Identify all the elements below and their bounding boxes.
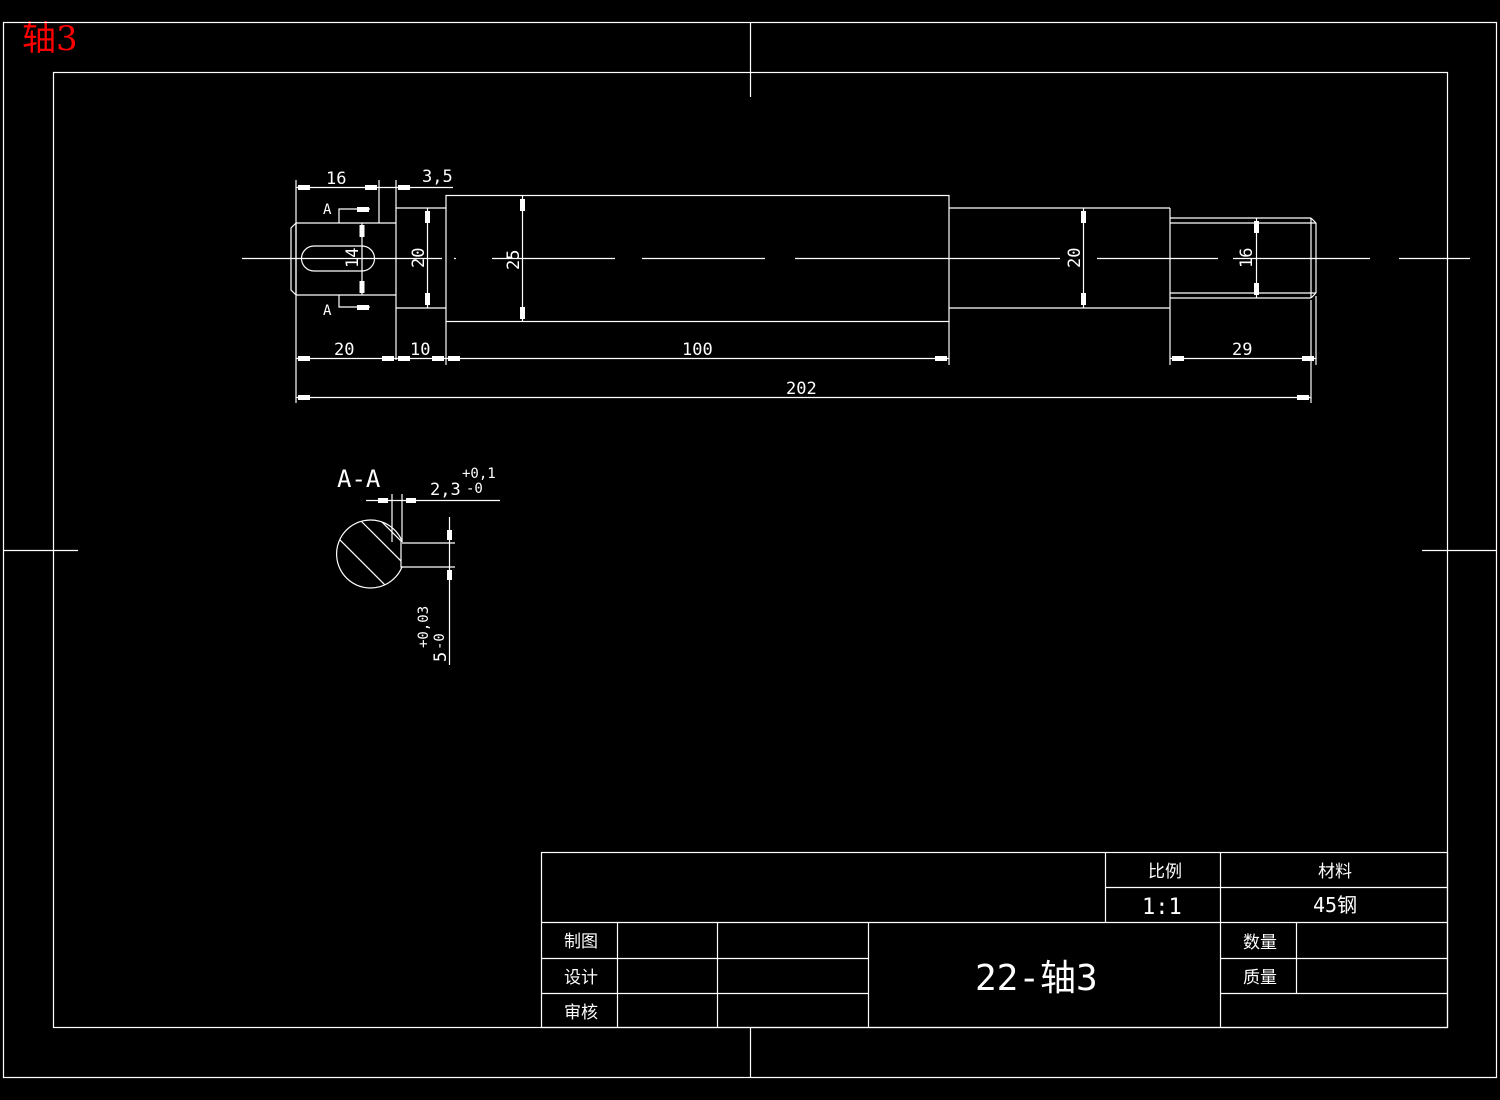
section-marker-bottom xyxy=(338,295,370,310)
dimension-lines xyxy=(296,185,1316,400)
width-tol-lower: -0 xyxy=(432,633,448,650)
page-title: 轴3 xyxy=(22,19,78,59)
section-label-bottom: A xyxy=(323,303,332,319)
depth-tol-upper: +0,1 xyxy=(462,466,496,482)
scale-label: 比例 xyxy=(1148,862,1182,882)
drawn-by-label: 制图 xyxy=(564,932,598,952)
dim-dia-thread: 16 xyxy=(1237,248,1257,268)
drawing-name: 22-轴3 xyxy=(975,958,1098,999)
dim-keyway-length: 16 xyxy=(326,169,346,189)
inner-frame xyxy=(52,71,1449,1029)
dim-len-thread: 29 xyxy=(1232,340,1252,360)
extension-lines xyxy=(295,180,1317,403)
dim-keyway-width: 14 xyxy=(343,248,363,268)
dim-len-main: 100 xyxy=(682,340,713,360)
shaft-outline xyxy=(242,194,1470,360)
reviewed-by-label: 审核 xyxy=(564,1003,598,1023)
section-label-top: A xyxy=(323,202,332,218)
section-marker-top xyxy=(338,207,370,223)
width-value: 5 xyxy=(431,652,451,662)
quantity-label: 数量 xyxy=(1243,933,1277,953)
scale-value: 1:1 xyxy=(1142,895,1182,920)
dim-keyway-offset: 3,5 xyxy=(422,167,453,187)
weight-label: 质量 xyxy=(1243,968,1277,988)
outer-frame xyxy=(2,21,1498,1079)
dim-dia-right: 20 xyxy=(1065,248,1085,268)
material-label: 材料 xyxy=(1318,862,1352,882)
section-view-label: A-A xyxy=(337,465,381,493)
dim-len-shoulder: 10 xyxy=(410,340,430,360)
section-view xyxy=(336,494,500,665)
depth-value: 2,3 xyxy=(430,480,461,500)
dim-len-left-end: 20 xyxy=(334,340,354,360)
depth-tol-lower: -0 xyxy=(466,481,483,497)
dim-dia-shoulder-left: 20 xyxy=(409,248,429,268)
material-value: 45钢 xyxy=(1313,893,1357,917)
centering-marks xyxy=(3,22,1497,1078)
dim-len-total: 202 xyxy=(786,379,817,399)
width-tol-upper: +0,03 xyxy=(416,606,432,648)
dim-dia-main: 25 xyxy=(504,250,524,270)
title-block xyxy=(540,851,1449,1029)
designed-by-label: 设计 xyxy=(564,968,598,988)
